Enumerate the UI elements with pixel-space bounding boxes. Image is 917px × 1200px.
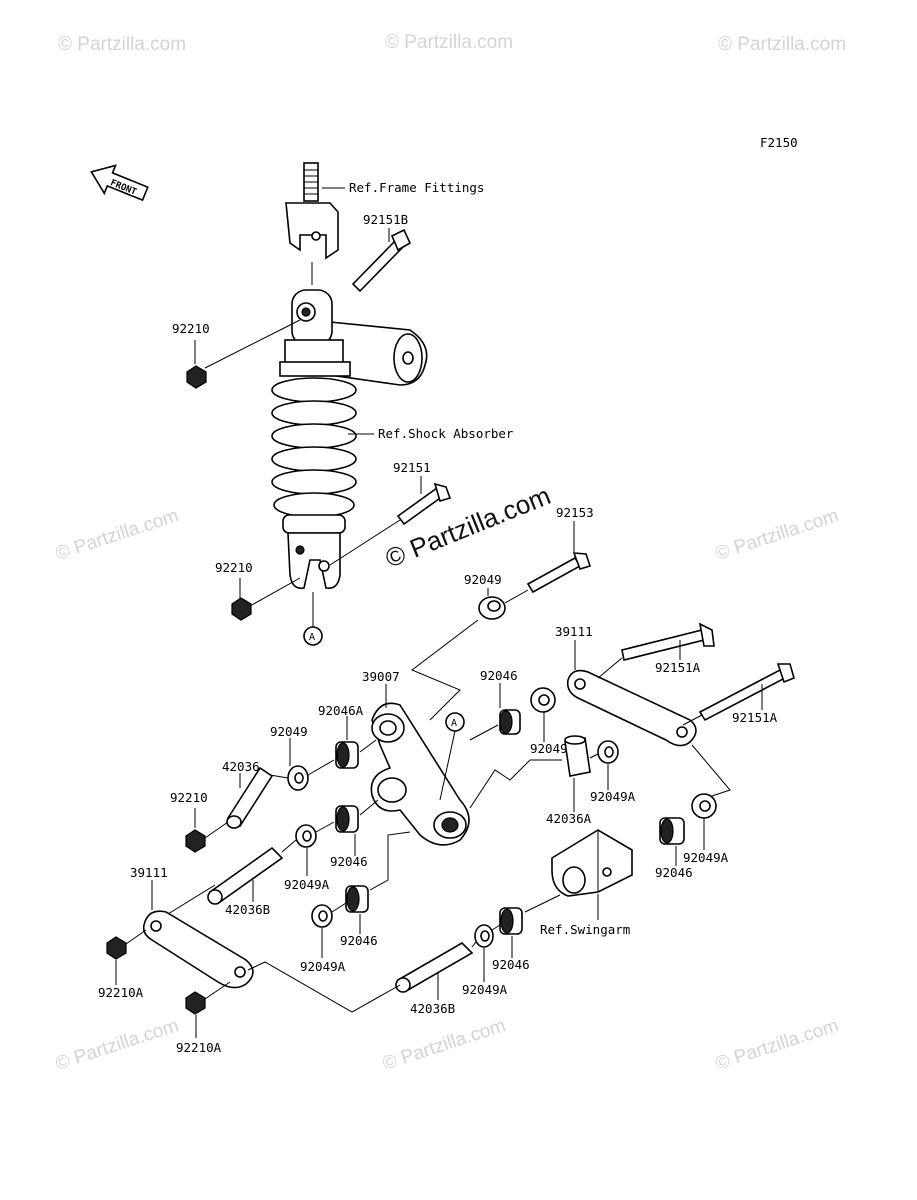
label-92046-low: 92046 <box>340 933 378 948</box>
label-92049A-3: 92049A <box>284 877 330 892</box>
label-92046-bot: 92046 <box>492 957 530 972</box>
ref-marker-a-2-label: A <box>451 718 457 729</box>
sleeve-42036B-upper <box>207 846 284 905</box>
watermark: © Partzilla.com <box>713 1015 841 1075</box>
bolt-92151 <box>396 482 452 526</box>
frame-fitting <box>285 162 339 260</box>
label-42036B-2: 42036B <box>410 1001 455 1016</box>
label-92153: 92153 <box>556 505 594 520</box>
watermark: © Partzilla.com <box>53 505 181 565</box>
label-92210A-2: 92210A <box>176 1040 222 1055</box>
sleeve-42036B-lower <box>395 941 474 993</box>
label-42036B-1: 42036B <box>225 902 270 917</box>
label-92151: 92151 <box>393 460 431 475</box>
bearing-92046-mid <box>335 805 359 833</box>
label-92151A-1: 92151A <box>655 660 701 675</box>
label-92049A-2: 92049A <box>590 789 636 804</box>
label-39111-left: 39111 <box>130 865 168 880</box>
link-39111-right <box>566 669 697 747</box>
bearing-92046A <box>335 741 359 769</box>
bearing-92046-low <box>345 885 369 913</box>
sleeve-42036A <box>564 735 591 777</box>
label-92046-mid: 92046 <box>330 854 368 869</box>
shock-absorber <box>271 289 428 590</box>
label-92210-top: 92210 <box>172 321 210 336</box>
label-92049-left: 92049 <box>270 724 308 739</box>
nut-92210-low <box>185 829 206 853</box>
bearing-92046-bot <box>499 907 523 935</box>
bolt-92151A-upper <box>621 622 715 661</box>
front-arrow-icon: FRONT <box>90 164 149 202</box>
bolt-92151B <box>351 228 412 293</box>
label-92151B: 92151B <box>363 212 408 227</box>
label-92210A-1: 92210A <box>98 985 144 1000</box>
label-39007: 39007 <box>362 669 400 684</box>
nut-92210-mid <box>231 597 252 621</box>
label-ref-swingarm: Ref.Swingarm <box>540 922 630 937</box>
watermark: © Partzilla.com <box>713 505 841 565</box>
watermark: © Partzilla.com <box>53 1015 181 1075</box>
nut-92210-top <box>186 365 207 389</box>
bolt-92151A-lower <box>698 663 795 722</box>
watermark: © Partzilla.com <box>380 1015 508 1075</box>
label-92046A: 92046A <box>318 703 364 718</box>
label-39111-right: 39111 <box>555 624 593 639</box>
nut-92210A-1 <box>106 936 127 960</box>
label-92151A-2: 92151A <box>732 710 778 725</box>
label-92046-right: 92046 <box>655 865 693 880</box>
label-92049A-4: 92049A <box>683 850 729 865</box>
label-92049-top: 92049 <box>464 572 502 587</box>
label-92210-mid: 92210 <box>215 560 253 575</box>
label-92049A-6: 92049A <box>462 982 508 997</box>
link-39111-left <box>142 910 254 989</box>
bearing-92046-right <box>659 817 685 845</box>
watermark: © Partzilla.com <box>58 34 186 55</box>
label-42036: 42036 <box>222 759 260 774</box>
label-92049A-1: 92049A <box>530 741 576 756</box>
label-ref-frame-fittings: Ref.Frame Fittings <box>349 180 484 195</box>
watermark: © Partzilla.com <box>385 32 513 53</box>
nut-92210A-2 <box>185 991 206 1015</box>
figure-code: F2150 <box>760 135 798 150</box>
bearing-92046-top <box>499 709 521 735</box>
label-92049A-5: 92049A <box>300 959 346 974</box>
label-92210-low: 92210 <box>170 790 208 805</box>
label-ref-shock-absorber: Ref.Shock Absorber <box>378 426 514 441</box>
label-42036A: 42036A <box>546 811 592 826</box>
rocker-39007 <box>370 702 470 846</box>
label-92046-top: 92046 <box>480 668 518 683</box>
bolt-92153 <box>526 552 592 594</box>
center-watermark: © Partzilla.com <box>381 480 555 573</box>
ref-marker-a <box>303 626 323 646</box>
ref-marker-a-label: A <box>309 632 315 643</box>
sleeve-42036 <box>226 766 274 829</box>
swingarm-fitting <box>551 829 633 897</box>
watermark: © Partzilla.com <box>718 34 846 55</box>
